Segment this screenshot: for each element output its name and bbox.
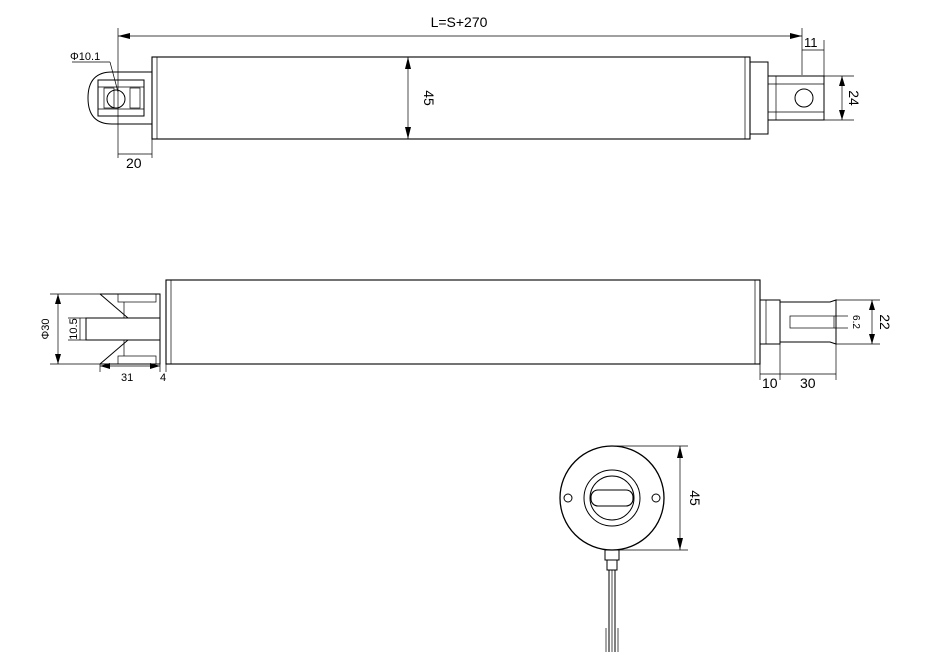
clevis-offset-label: 20 bbox=[126, 155, 142, 171]
slot-width-label: 10.5 bbox=[68, 318, 80, 339]
rod-collar-label: 10 bbox=[762, 375, 778, 391]
end-view: 45 bbox=[559, 445, 703, 652]
rear-gap-label: 4 bbox=[160, 372, 166, 384]
rod-length-label: 30 bbox=[800, 375, 816, 391]
rear-diameter-label: Φ30 bbox=[40, 318, 52, 339]
mount-hole-right bbox=[651, 493, 661, 503]
body-tube-top bbox=[151, 56, 751, 140]
rod-tip-offset-label: 11 bbox=[804, 35, 818, 50]
rear-length-label: 31 bbox=[121, 372, 133, 384]
mount-hole-left bbox=[563, 493, 573, 503]
rod-height-side-label: 22 bbox=[877, 314, 893, 330]
cable-gland bbox=[606, 559, 618, 571]
top-view: L=S+270 Φ10.1 45 24 bbox=[70, 14, 862, 171]
rear-eye-hole bbox=[106, 89, 126, 109]
rod-end-hole bbox=[794, 88, 814, 108]
eye-diameter-label: Φ10.1 bbox=[70, 51, 100, 63]
body-height-top-label: 45 bbox=[421, 90, 437, 106]
total-length-label: L=S+270 bbox=[431, 14, 488, 30]
end-diameter-label: 45 bbox=[687, 490, 703, 506]
body-tube-side bbox=[165, 279, 761, 365]
rod-end-height-label: 24 bbox=[846, 90, 862, 106]
side-view: 22 6.2 Φ30 10.5 31 4 10 30 bbox=[40, 279, 893, 391]
slot-depth-label: 6.2 bbox=[850, 315, 861, 329]
